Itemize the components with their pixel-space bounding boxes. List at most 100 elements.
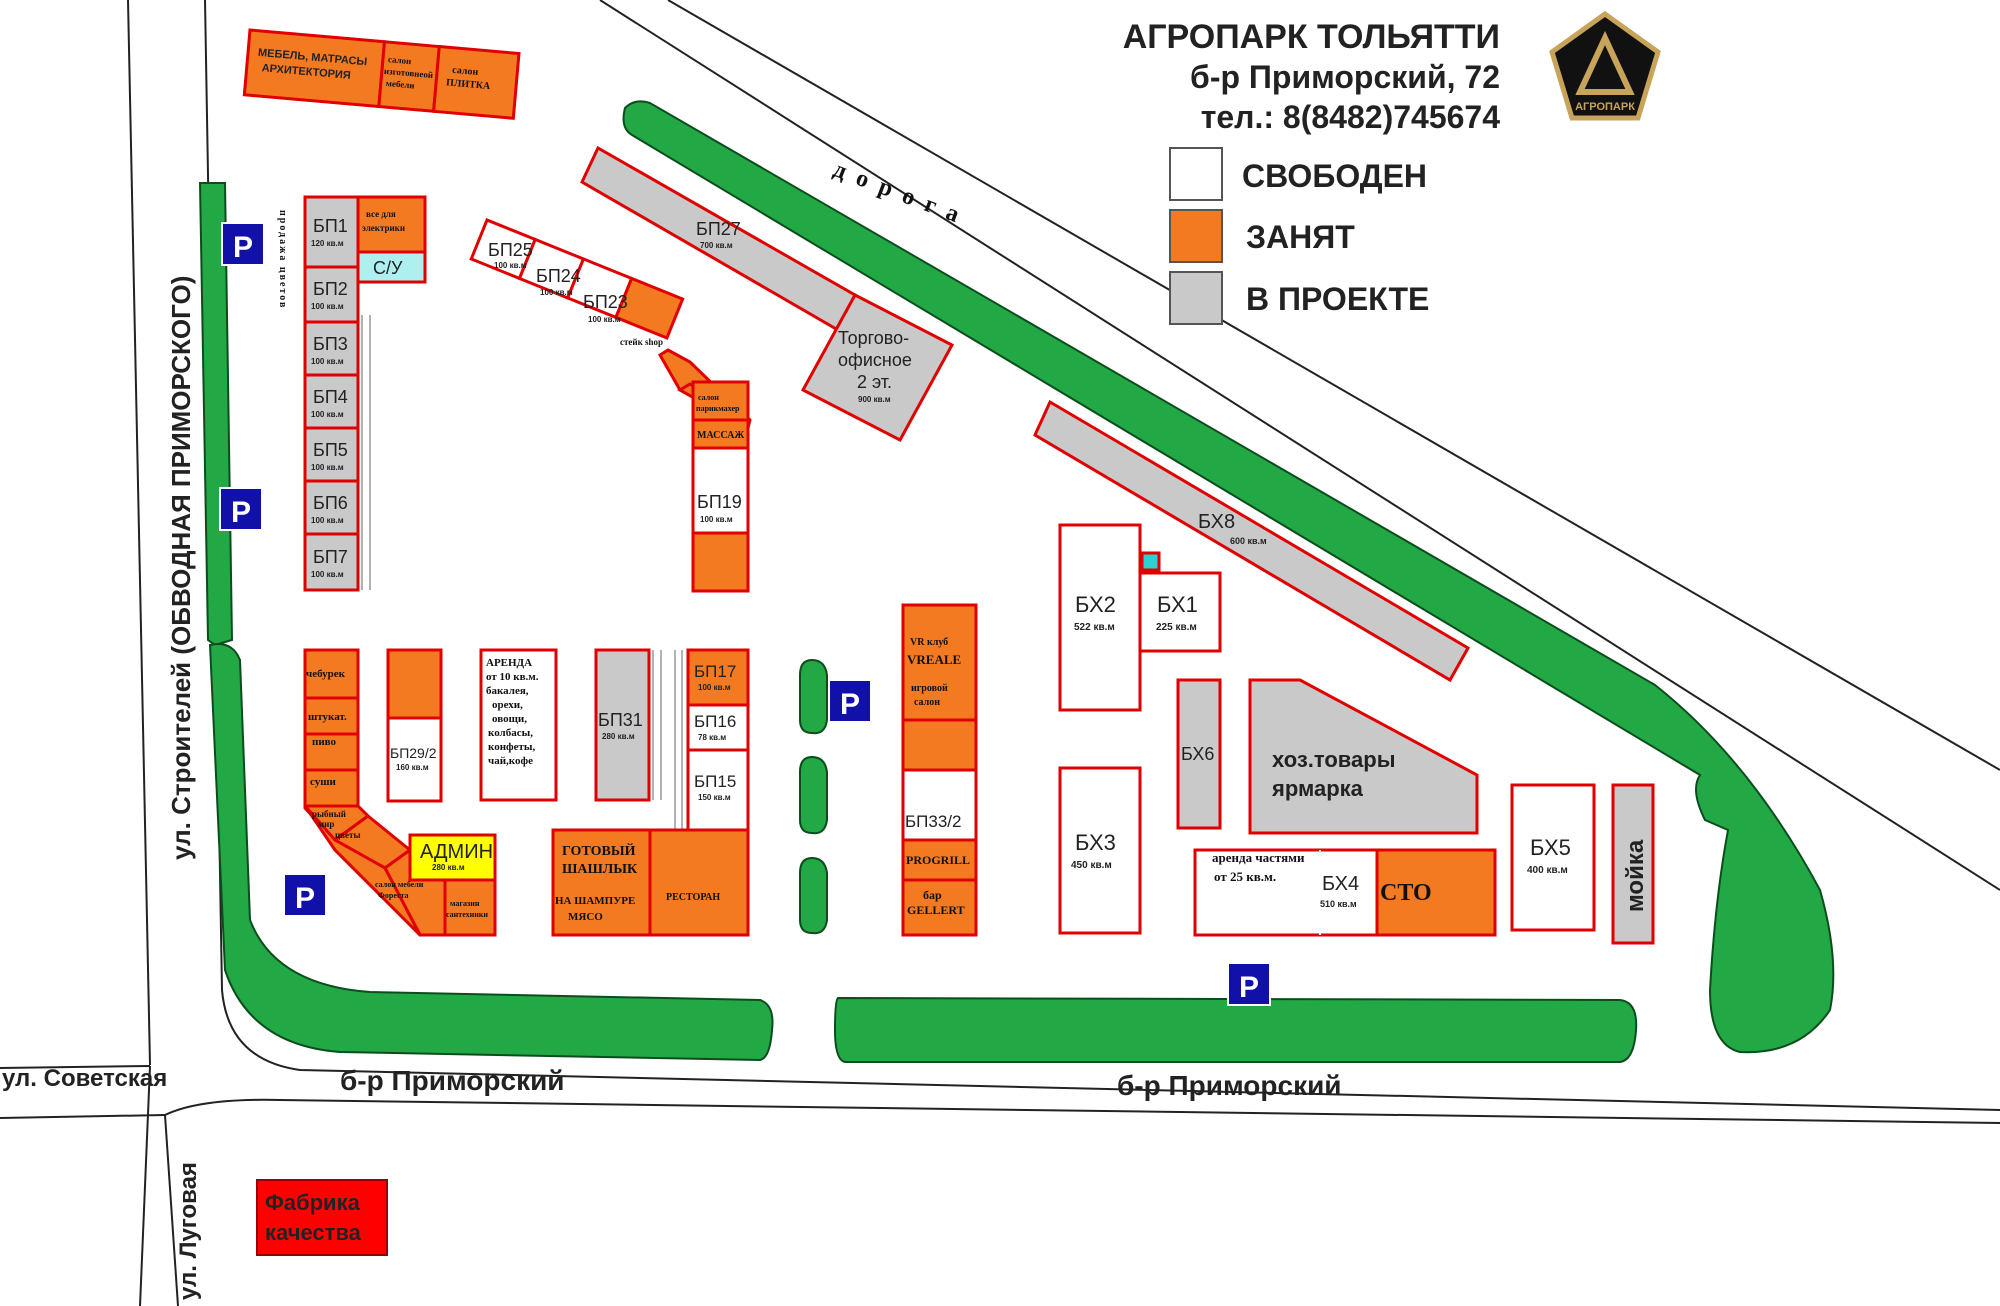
unit-bp15 [686,748,750,832]
game-label-1: игровой [911,683,948,694]
cheburek-label: чебурек [306,668,346,680]
rent-l7: конфеты, [488,741,536,753]
plumb-label-2: сантехники [446,910,488,919]
plaster-label: штукат. [308,711,347,723]
fish-label-2: мир [318,819,334,829]
header: АГРОПАРК ТОЛЬЯТТИ б-р Приморский, 72 тел… [1123,18,1501,135]
bp33-name: БП33/2 [905,812,961,831]
forest-label-1: салон мебели [375,880,424,889]
parking-3: P [283,873,327,917]
rent-l1: АРЕНДА [486,657,532,669]
legend-project: В ПРОЕКТЕ [1246,281,1429,317]
top-furniture-block: МЕБЕЛЬ, МАТРАСЫ АРХИТЕКТОРИЯ салон изгот… [242,28,521,120]
unit-bx2 [1058,523,1142,712]
bp31-block: БП31 280 кв.м [594,648,662,802]
bp25-area: 100 кв.м [494,261,527,270]
bx1-name: БХ1 [1157,592,1198,617]
parking-4: P [828,679,872,723]
legend-swatch-project [1169,271,1223,325]
primorsky-right-label: б-р Приморский [1117,1070,1342,1101]
bp4-area: 100 кв.м [311,410,344,419]
beer-label: пиво [312,736,337,748]
vr-label-2: VREALE [907,652,961,667]
rent-l4: орехи, [492,699,523,711]
bx4-rent-1: аренда частями [1212,850,1305,865]
bp4-name: БП4 [313,387,348,407]
bp6-name: БП6 [313,493,348,513]
legend-busy: ЗАНЯТ [1246,219,1355,255]
unit-sushi [303,768,360,808]
unit-bx4-rent [1193,848,1379,937]
header-address: б-р Приморский, 72 [1190,59,1500,95]
bx8-area: 600 кв.м [1230,536,1267,546]
sto-label: СТО [1380,880,1432,906]
bp2-area: 100 кв.м [311,302,344,311]
unit-beer [303,732,360,772]
legend: СВОБОДЕН ЗАНЯТ В ПРОЕКТЕ [1169,147,1429,325]
massage-label: МАССАЖ [697,430,744,441]
bp-column: БП1 120 кв.м все для электрики С/У БП2 1… [277,195,427,592]
unit-bp19-lower [691,531,750,593]
bx8-block: БХ8 600 кв.м [1033,399,1471,683]
bx5-area: 400 кв.м [1527,865,1568,876]
trade-office: Торгово- офисное 2 эт. 900 кв.м [800,292,955,443]
game-label-2: салон [914,697,940,708]
unit-bp16 [686,703,750,752]
hair-label-1: салон [698,393,719,402]
svg-text:P: P [295,882,315,915]
svg-text:P: P [1239,971,1259,1004]
unit-plaster [303,696,360,736]
admin-area: 280 кв.м [432,863,465,872]
fish-label-1: рыбный [312,809,346,819]
unit-bx5 [1510,783,1596,932]
bar-label-2: GELLERT [907,903,965,917]
shashlik-l2: ШАШЛЫК [562,862,638,877]
unit-progrill [901,838,978,882]
shashlik-l1: ГОТОВЫЙ [562,842,636,859]
unit-bp29 [386,716,443,803]
unit-bp7 [303,532,360,592]
unit-tile [431,44,521,120]
bx6-name: БХ6 [1181,744,1214,764]
wc-label: С/У [373,258,403,278]
wash-label: мойка [1622,839,1649,912]
bar-label-1: бар [923,888,942,902]
bx2-name: БХ2 [1075,592,1116,617]
label-tile2: ПЛИТКА [446,77,492,92]
bp24-area: 100 кв.м [540,288,573,297]
bp27-area: 700 кв.м [700,241,733,250]
bx8-name: БХ8 [1198,511,1235,533]
green-zones [198,100,1835,1063]
header-phone: тел.: 8(8482)745674 [1201,99,1501,135]
factory-l1: Фабрика [265,1190,361,1215]
bp7-name: БП7 [313,547,348,567]
hair-label-2: парикмахер [696,404,740,413]
unit-admin [408,833,497,882]
unit-bx8 [1033,399,1471,683]
label-cf2: изготовнеой [384,66,434,80]
unit-vr-club [901,603,978,722]
bp1-area: 120 кв.м [311,239,344,248]
label-cf1: салон [388,54,412,66]
admin-label: АДМИН [420,841,493,863]
parking-5: P [1227,962,1271,1006]
shashlik-block: ГОТОВЫЙ ШАШЛЫК НА ШАМПУРЕ МЯСО РЕСТОРАН [551,828,750,937]
sushi-label: суши [310,776,337,788]
lugovaya-label: ул. Луговая [175,1162,202,1300]
bp27-name: БП27 [696,219,741,239]
unit-bx6 [1176,678,1222,830]
unit-bp6 [303,479,360,536]
parking-2: P [219,487,263,531]
electric-label-1: все для [366,209,396,219]
unit-factory [256,1179,388,1256]
trade-office-l2: офисное [838,350,912,370]
bp25-name: БП25 [488,240,533,260]
unit-plumb [443,878,497,937]
legend-swatch-free [1169,147,1223,201]
unit-shashlik [551,828,652,937]
unit-bp19 [691,446,750,535]
label-cf3: мебели [385,78,415,90]
rent-l3: бакалея, [486,685,529,697]
